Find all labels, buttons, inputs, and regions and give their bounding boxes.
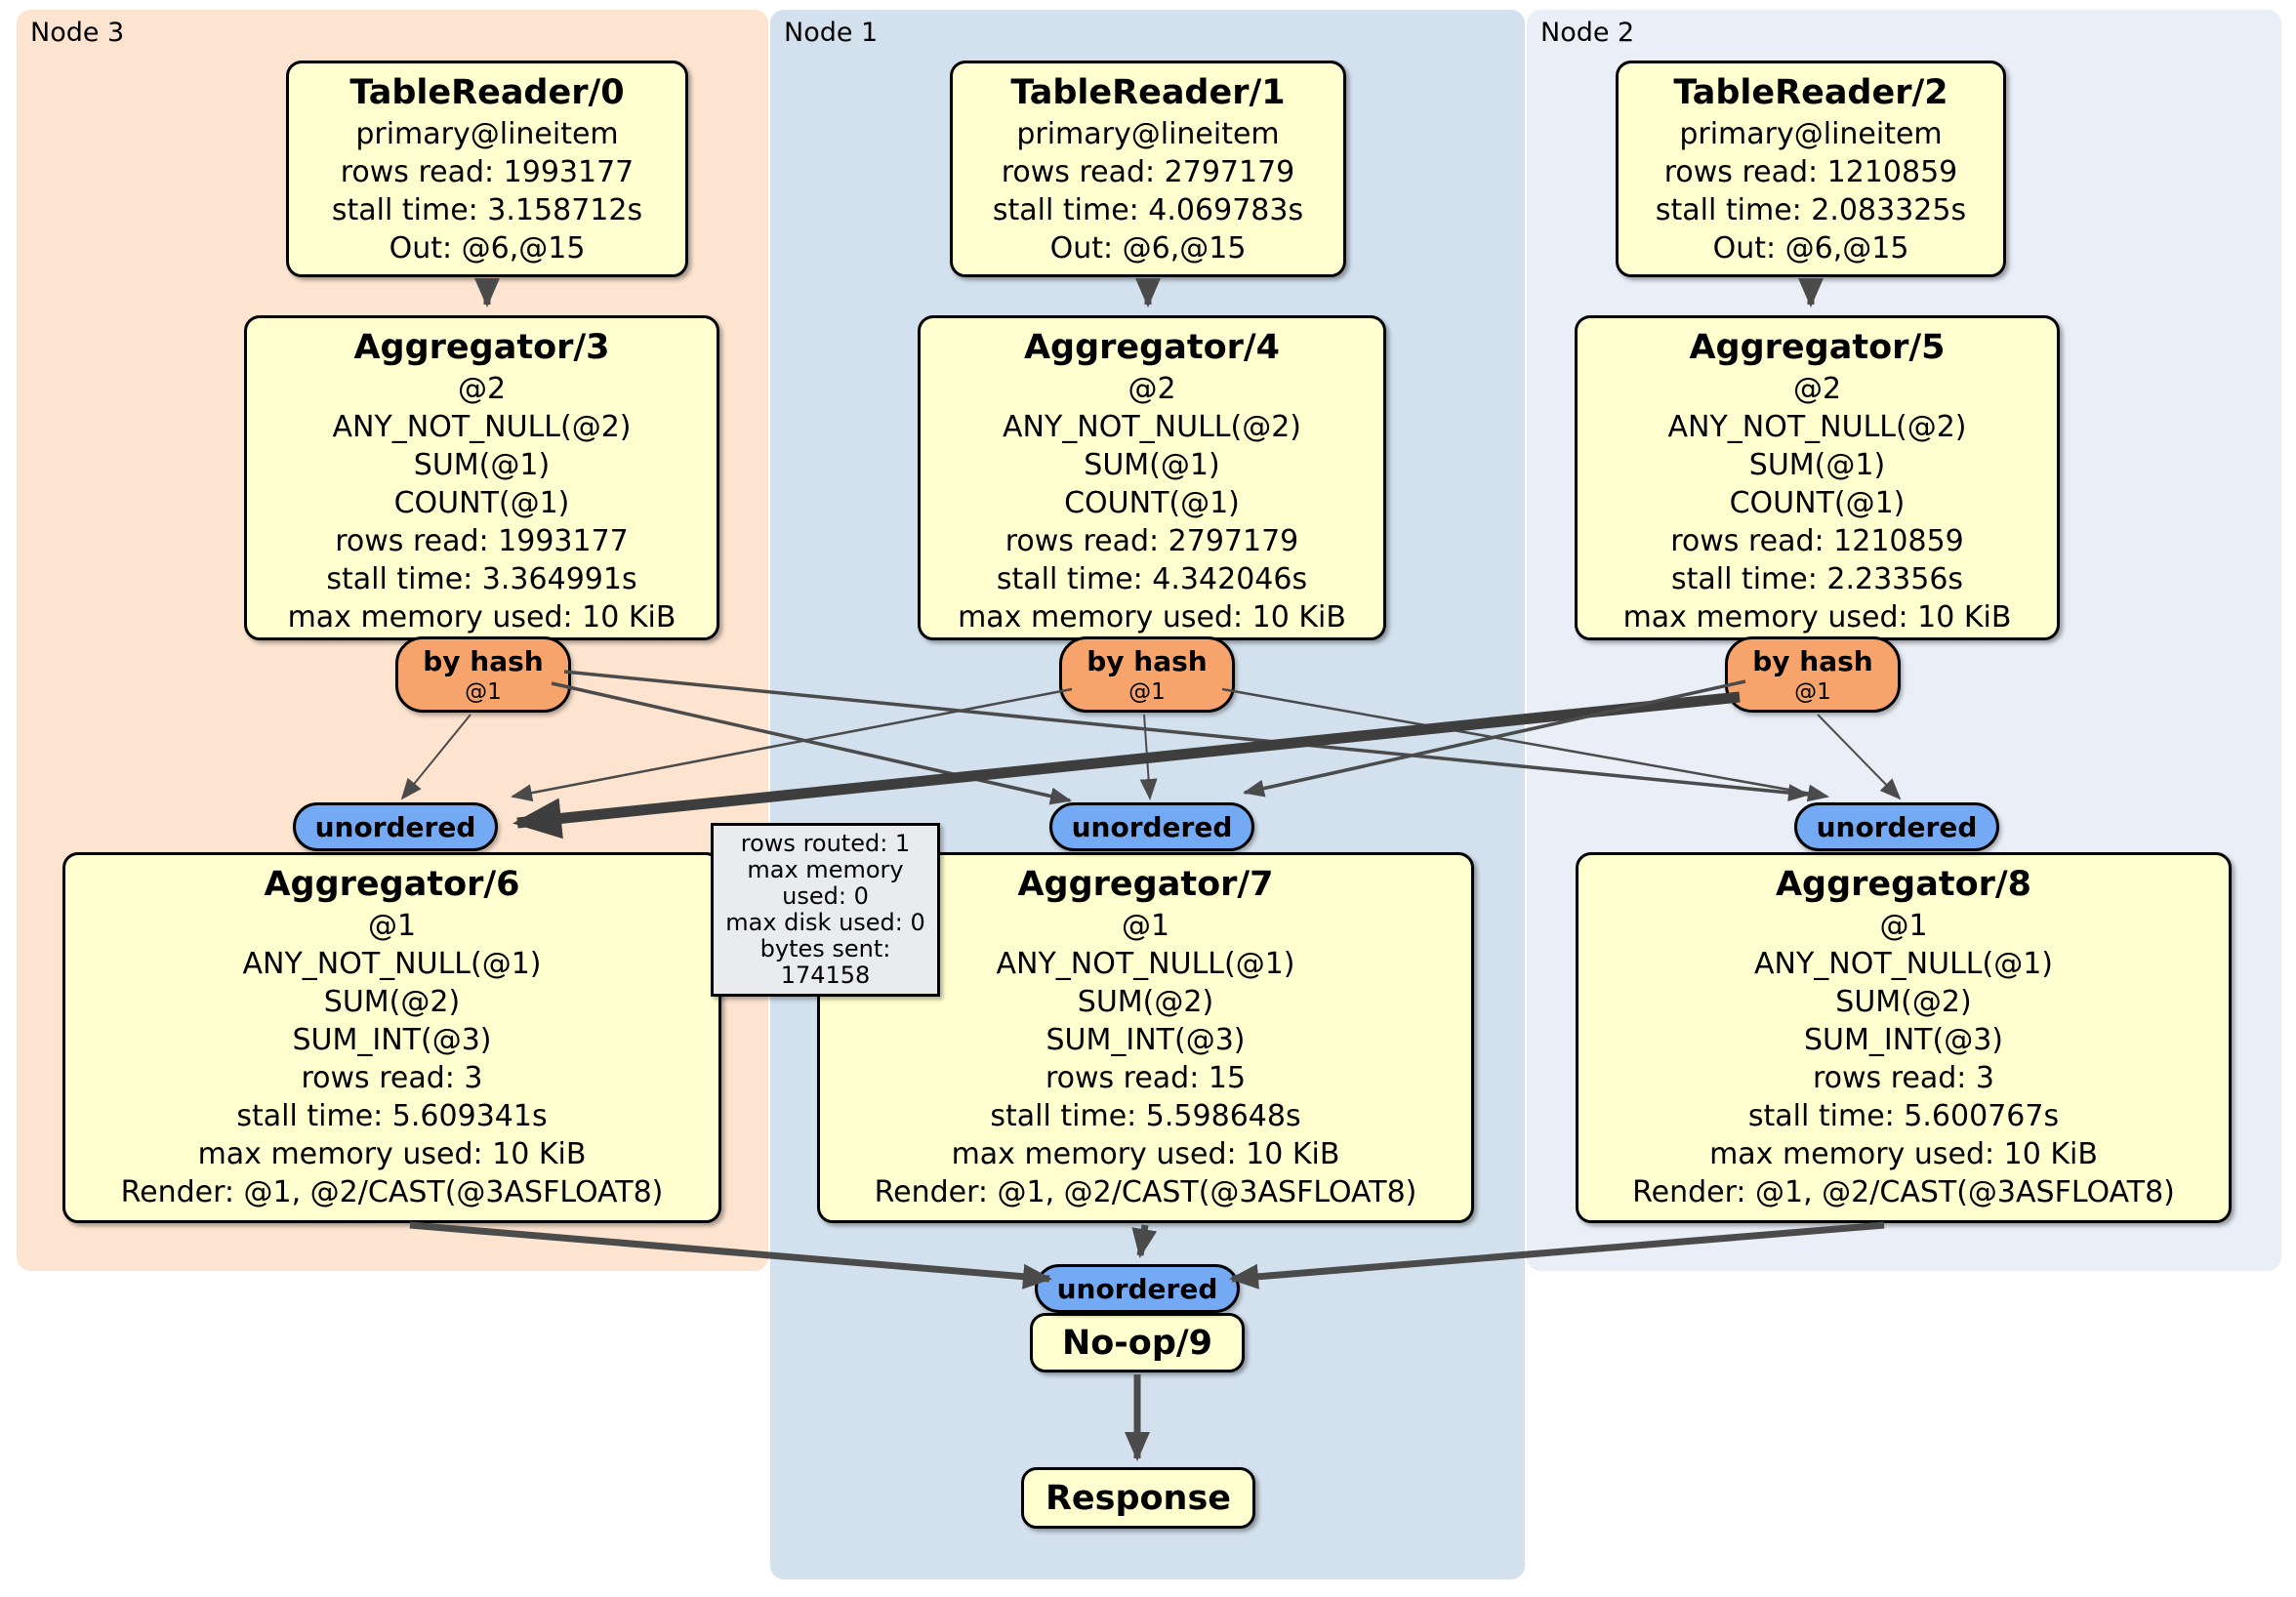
node-detail: COUNT(@1) bbox=[1729, 486, 1906, 520]
router-label: by hash bbox=[1752, 645, 1873, 677]
node-title: Aggregator/4 bbox=[1023, 328, 1281, 367]
node-title: Aggregator/8 bbox=[1775, 865, 2032, 904]
node-detail: Render: @1, @2/CAST(@3ASFLOAT8) bbox=[1632, 1175, 2175, 1209]
node-detail: rows read: 2797179 bbox=[1001, 155, 1295, 189]
node-detail: max memory used: 10 KiB bbox=[197, 1137, 587, 1171]
node-detail: SUM_INT(@3) bbox=[292, 1023, 492, 1057]
node-title: Aggregator/3 bbox=[353, 328, 610, 367]
node-detail: ANY_NOT_NULL(@2) bbox=[1003, 410, 1301, 444]
node-aggregator-4: Aggregator/4 @2 ANY_NOT_NULL(@2) SUM(@1)… bbox=[918, 315, 1386, 640]
node-detail: rows read: 3 bbox=[301, 1061, 483, 1095]
node-detail: SUM(@1) bbox=[413, 448, 551, 482]
router-by-hash-node3[interactable]: by hash @1 bbox=[395, 636, 571, 713]
node-detail: stall time: 4.342046s bbox=[996, 562, 1308, 596]
node-detail: SUM(@2) bbox=[1835, 985, 1972, 1019]
node-detail: ANY_NOT_NULL(@1) bbox=[1754, 947, 2053, 981]
node-detail: COUNT(@1) bbox=[393, 486, 570, 520]
node-tablereader-1: TableReader/1 primary@lineitem rows read… bbox=[950, 61, 1346, 277]
router-by-hash-node1[interactable]: by hash @1 bbox=[1059, 636, 1235, 713]
stream-unordered-node2[interactable]: unordered bbox=[1794, 802, 1999, 851]
node-detail: SUM_INT(@3) bbox=[1046, 1023, 1246, 1057]
node-tablereader-2: TableReader/2 primary@lineitem rows read… bbox=[1616, 61, 2006, 277]
node-title: Aggregator/5 bbox=[1689, 328, 1946, 367]
node-detail: @2 bbox=[1792, 372, 1842, 406]
node-response: Response bbox=[1021, 1467, 1255, 1529]
node-detail: SUM(@2) bbox=[323, 985, 461, 1019]
node-title: No-op/9 bbox=[1061, 1323, 1213, 1363]
node-detail: Render: @1, @2/CAST(@3ASFLOAT8) bbox=[120, 1175, 664, 1209]
stream-unordered-final[interactable]: unordered bbox=[1035, 1264, 1240, 1313]
node-detail: rows read: 1210859 bbox=[1663, 155, 1958, 189]
node-detail: SUM(@2) bbox=[1077, 985, 1214, 1019]
node-detail: primary@lineitem bbox=[1016, 117, 1280, 151]
node-detail: SUM(@1) bbox=[1084, 448, 1220, 482]
node-title: TableReader/2 bbox=[1673, 73, 1948, 112]
node-title: TableReader/1 bbox=[1010, 73, 1286, 112]
node-detail: stall time: 4.069783s bbox=[992, 193, 1304, 227]
panel-node-2-label: Node 2 bbox=[1540, 18, 1635, 48]
node-detail: max memory used: 10 KiB bbox=[958, 600, 1346, 635]
router-column: @1 bbox=[465, 679, 502, 705]
node-detail: primary@lineitem bbox=[355, 117, 619, 151]
node-aggregator-6: Aggregator/6 @1 ANY_NOT_NULL(@1) SUM(@2)… bbox=[62, 852, 721, 1223]
panel-node-3-label: Node 3 bbox=[30, 18, 125, 48]
node-detail: stall time: 5.600767s bbox=[1747, 1099, 2060, 1133]
node-title: Response bbox=[1045, 1478, 1232, 1518]
node-detail: @1 bbox=[367, 909, 417, 943]
node-detail: max memory used: 10 KiB bbox=[951, 1137, 1340, 1171]
node-title: TableReader/0 bbox=[349, 73, 625, 112]
node-detail: Out: @6,@15 bbox=[1712, 231, 1909, 266]
tooltip-line: max memory used: 0 bbox=[747, 856, 904, 910]
node-detail: Out: @6,@15 bbox=[389, 231, 586, 266]
tooltip-line: max disk used: 0 bbox=[725, 909, 925, 936]
node-detail: rows read: 15 bbox=[1045, 1061, 1247, 1095]
node-detail: @2 bbox=[457, 372, 507, 406]
node-detail: Out: @6,@15 bbox=[1049, 231, 1247, 266]
node-title: Aggregator/6 bbox=[264, 865, 520, 904]
node-aggregator-8: Aggregator/8 @1 ANY_NOT_NULL(@1) SUM(@2)… bbox=[1576, 852, 2232, 1223]
panel-node-1-label: Node 1 bbox=[784, 18, 879, 48]
node-aggregator-3: Aggregator/3 @2 ANY_NOT_NULL(@2) SUM(@1)… bbox=[244, 315, 719, 640]
node-detail: rows read: 1210859 bbox=[1670, 524, 1964, 558]
node-detail: stall time: 5.609341s bbox=[236, 1099, 548, 1133]
node-detail: max memory used: 10 KiB bbox=[287, 600, 676, 635]
node-detail: SUM(@1) bbox=[1748, 448, 1886, 482]
node-detail: rows read: 1993177 bbox=[335, 524, 629, 558]
node-detail: stall time: 3.158712s bbox=[331, 193, 643, 227]
node-detail: max memory used: 10 KiB bbox=[1622, 600, 2012, 635]
node-detail: stall time: 5.598648s bbox=[990, 1099, 1301, 1133]
node-detail: ANY_NOT_NULL(@2) bbox=[332, 410, 632, 444]
node-detail: COUNT(@1) bbox=[1064, 486, 1240, 520]
node-detail: SUM_INT(@3) bbox=[1804, 1023, 2003, 1057]
node-detail: primary@lineitem bbox=[1679, 117, 1943, 151]
node-detail: @1 bbox=[1121, 909, 1170, 943]
node-detail: stall time: 2.23356s bbox=[1670, 562, 1964, 596]
router-column: @1 bbox=[1128, 679, 1166, 705]
node-noop-9: No-op/9 bbox=[1030, 1313, 1245, 1372]
router-label: by hash bbox=[1086, 645, 1208, 677]
node-detail: stall time: 3.364991s bbox=[326, 562, 637, 596]
router-label: by hash bbox=[423, 645, 544, 677]
node-detail: @2 bbox=[1128, 372, 1176, 406]
stream-unordered-node1[interactable]: unordered bbox=[1049, 802, 1254, 851]
node-detail: ANY_NOT_NULL(@2) bbox=[1667, 410, 1967, 444]
tooltip-line: bytes sent: 174158 bbox=[759, 935, 891, 989]
node-detail: ANY_NOT_NULL(@1) bbox=[996, 947, 1295, 981]
node-detail: @1 bbox=[1879, 909, 1928, 943]
node-detail: ANY_NOT_NULL(@1) bbox=[242, 947, 542, 981]
node-title: Aggregator/7 bbox=[1017, 865, 1274, 904]
node-detail: Render: @1, @2/CAST(@3ASFLOAT8) bbox=[874, 1175, 1417, 1209]
node-detail: rows read: 1993177 bbox=[340, 155, 635, 189]
node-tablereader-0: TableReader/0 primary@lineitem rows read… bbox=[286, 61, 688, 277]
router-column: @1 bbox=[1794, 679, 1831, 705]
node-detail: max memory used: 10 KiB bbox=[1709, 1137, 2098, 1171]
node-aggregator-5: Aggregator/5 @2 ANY_NOT_NULL(@2) SUM(@1)… bbox=[1575, 315, 2060, 640]
tooltip-line: rows routed: 1 bbox=[740, 830, 911, 857]
stream-unordered-node3[interactable]: unordered bbox=[293, 802, 498, 851]
node-detail: rows read: 3 bbox=[1812, 1061, 1995, 1095]
router-by-hash-node2[interactable]: by hash @1 bbox=[1725, 636, 1901, 713]
node-detail: stall time: 2.083325s bbox=[1655, 193, 1967, 227]
node-detail: rows read: 2797179 bbox=[1004, 524, 1299, 558]
stream-stats-tooltip: rows routed: 1 max memory used: 0 max di… bbox=[711, 823, 940, 997]
